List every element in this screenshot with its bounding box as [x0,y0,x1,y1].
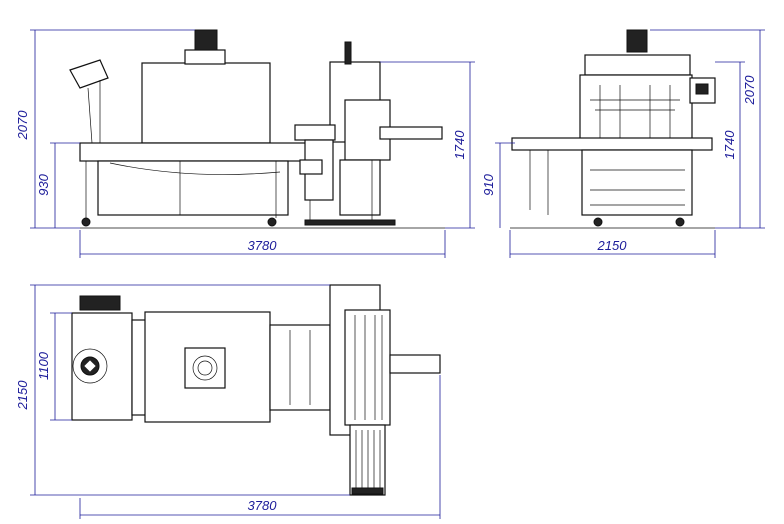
side-view-dimensions: 910 2150 1740 2070 [481,29,765,258]
dim-side-height-table: 910 [481,173,496,195]
dim-front-length: 3780 [248,238,278,253]
front-view [69,29,445,229]
top-view [71,284,441,496]
dim-top-tunnel-width: 1100 [36,351,51,380]
dim-front-height-table: 930 [36,173,51,195]
dim-side-height-total: 2070 [742,75,757,106]
dim-side-width: 2150 [597,238,628,253]
dim-front-height-total: 2070 [15,110,30,141]
dim-side-height-conveyor: 1740 [722,130,737,160]
front-view-dimensions: 2070 930 3780 1740 [15,29,475,258]
dim-front-height-conveyor: 1740 [452,130,467,160]
side-view [510,29,716,229]
dim-top-length: 3780 [248,498,278,513]
dim-top-width: 2150 [15,380,30,411]
top-view-dimensions: 2150 1100 3780 [15,284,441,519]
